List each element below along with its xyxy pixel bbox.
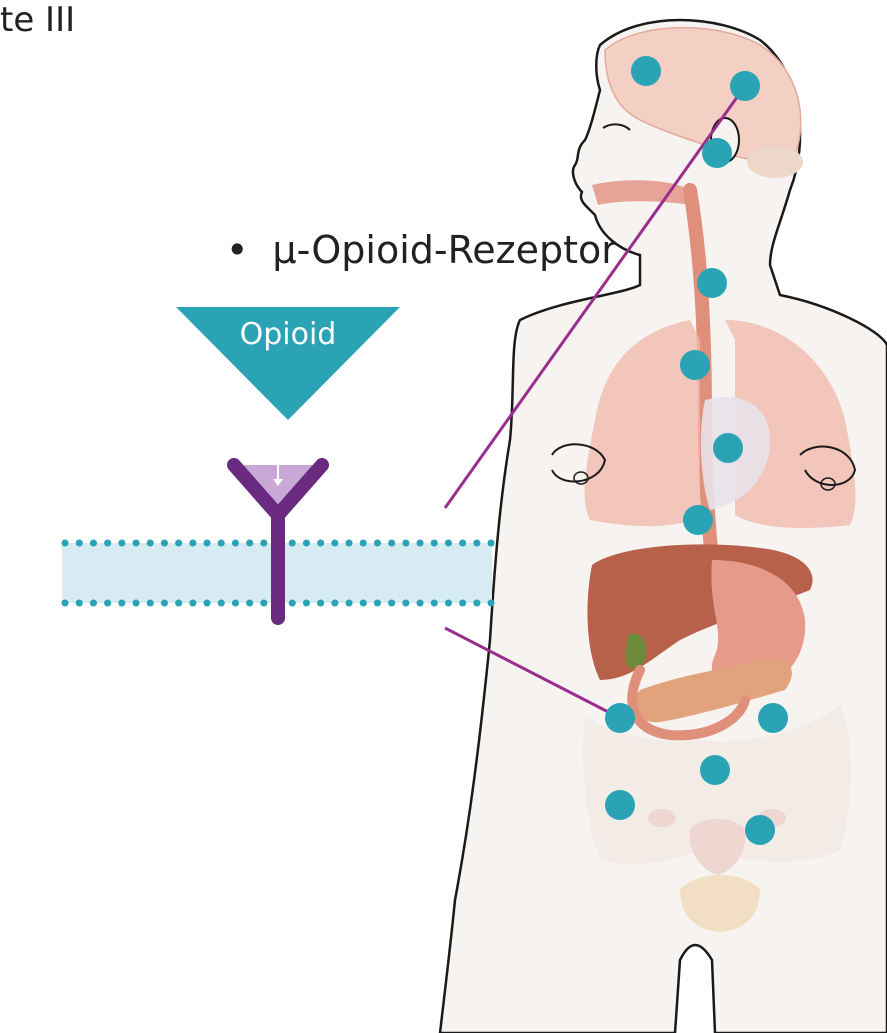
marker-pelvis-left <box>605 790 635 820</box>
ovary-left <box>648 809 676 827</box>
marker-brainstem <box>702 138 732 168</box>
marker-pelvis-right <box>745 815 775 845</box>
marker-brain-back <box>730 71 760 101</box>
marker-brain-front <box>631 56 661 86</box>
marker-lower-esophagus <box>683 505 713 535</box>
human-anatomy-illustration <box>440 20 887 1033</box>
cerebellum <box>747 146 803 178</box>
marker-gut-center <box>700 755 730 785</box>
marker-chest <box>680 350 710 380</box>
marker-neck <box>697 268 727 298</box>
marker-gut-left <box>605 703 635 733</box>
marker-heart <box>713 433 743 463</box>
marker-gut-right <box>758 703 788 733</box>
ligand-label: Opioid <box>176 315 400 355</box>
